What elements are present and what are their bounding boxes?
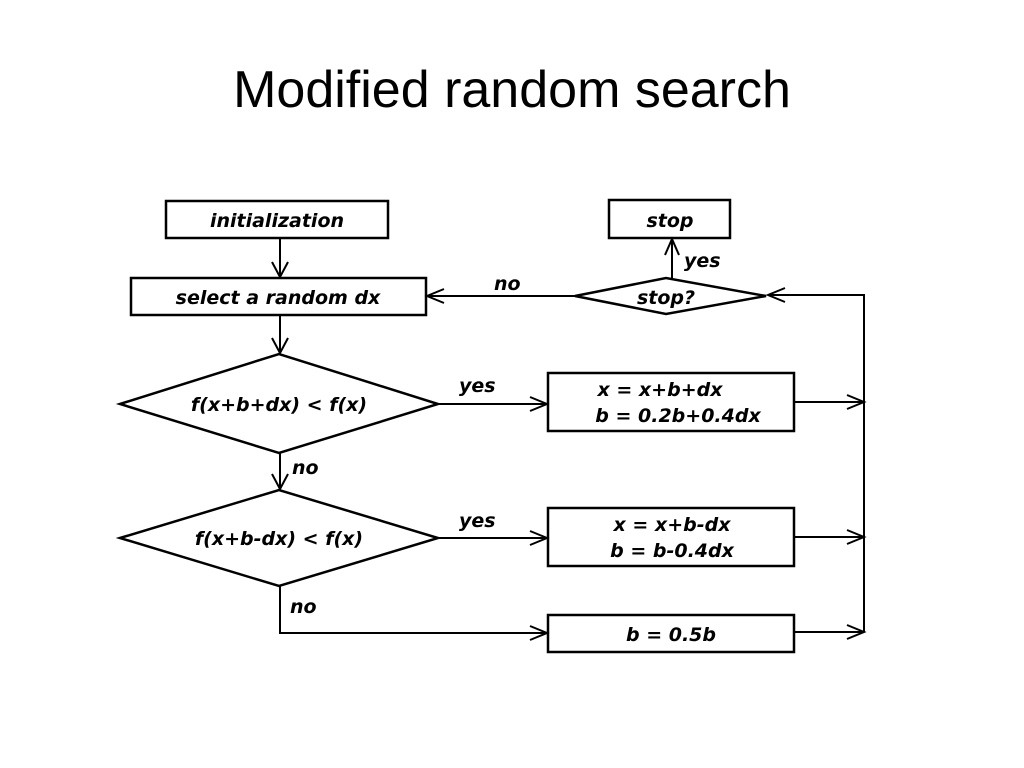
arrowhead — [271, 473, 289, 492]
update-2-line2: b = b-0.4dx — [610, 540, 734, 562]
arrowhead — [271, 261, 289, 280]
arrowhead — [271, 337, 289, 356]
arrowhead — [424, 288, 445, 304]
edge-label-cond1-yes: yes — [459, 375, 496, 397]
update-2-line1: x = x+b-dx — [613, 514, 732, 536]
update-3-label: b = 0.5b — [626, 624, 716, 646]
update-1-line2: b = 0.2b+0.4dx — [595, 405, 761, 427]
edge-label-stop-yes: yes — [684, 250, 721, 272]
stop-box — [607, 198, 732, 240]
initialization-label: initialization — [210, 210, 344, 232]
arrowhead — [765, 287, 786, 303]
update-3-box — [546, 613, 796, 654]
stop-label: stop — [646, 210, 693, 232]
stop-decision-label: stop? — [637, 287, 695, 309]
select-dx-label: select a random dx — [176, 287, 381, 309]
select-dx-box — [129, 276, 428, 317]
condition-1-label: f(x+b+dx) < f(x) — [191, 394, 367, 416]
connector-bus-stop-decision — [768, 294, 865, 632]
edge-label-cond1-no: no — [292, 457, 319, 479]
arrowhead — [529, 396, 550, 412]
edge-label-stop-no: no — [494, 273, 521, 295]
connector-cond2-update3 — [279, 586, 547, 634]
arrowhead — [529, 530, 550, 546]
edge-label-cond2-yes: yes — [459, 510, 496, 532]
condition-2-label: f(x+b-dx) < f(x) — [195, 528, 363, 550]
arrowhead — [664, 236, 680, 256]
edge-label-cond2-no: no — [290, 596, 317, 618]
initialization-box — [164, 199, 390, 240]
stop-decision-diamond — [574, 276, 767, 316]
page-title: Modified random search — [233, 61, 791, 119]
update-1-line1: x = x+b+dx — [597, 379, 724, 401]
arrowhead — [529, 625, 550, 641]
